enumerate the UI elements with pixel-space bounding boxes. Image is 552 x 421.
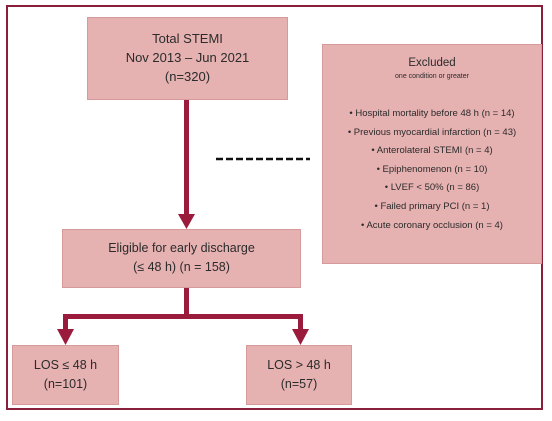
excluded-item: • Previous myocardial infarction (n = 43… (347, 126, 517, 138)
los-le-48h-box: LOS ≤ 48 h (n=101) (12, 345, 119, 405)
los-gt-count: (n=57) (280, 377, 318, 391)
excluded-subtitle: one condition or greater (395, 73, 469, 80)
excluded-box: Excluded one condition or greater • Hosp… (322, 44, 542, 264)
figure-frame (6, 5, 543, 410)
excluded-item: • Hospital mortality before 48 h (n = 14… (349, 108, 515, 119)
eligible-box-title: Eligible for early discharge (108, 241, 255, 255)
split-bar (63, 314, 303, 319)
arrowhead-to-eligible (178, 214, 195, 229)
eligible-box-count: (≤ 48 h) (n = 158) (133, 260, 230, 274)
total-box-period: Nov 2013 – Jun 2021 (125, 50, 250, 65)
excluded-item: • Failed primary PCI (n = 1) (374, 200, 490, 212)
connector-eligible-split (184, 288, 189, 317)
eligible-box: Eligible for early discharge (≤ 48 h) (n… (62, 229, 301, 288)
connector-right-branch (298, 314, 303, 332)
excluded-item: • Anterolateral STEMI (n = 4) (371, 145, 493, 157)
arrowhead-to-los-gt (292, 329, 309, 345)
connector-total-eligible (184, 100, 189, 218)
excluded-item: • LVEF < 50% (n = 86) (384, 182, 480, 194)
total-box-count: (n=320) (164, 69, 211, 84)
excluded-title: Excluded (408, 57, 456, 69)
total-box-title: Total STEMI (152, 31, 223, 46)
los-gt-48h-box: LOS > 48 h (n=57) (246, 345, 352, 405)
excluded-item: • Acute coronary occlusion (n = 4) (361, 219, 503, 231)
connector-left-branch (63, 314, 68, 332)
los-le-count: (n=101) (43, 377, 88, 391)
arrowhead-to-los-le (57, 329, 74, 345)
los-le-label: LOS ≤ 48 h (33, 358, 98, 372)
excluded-item: • Epiphenomenon (n = 10) (376, 163, 488, 175)
total-stemi-box: Total STEMI Nov 2013 – Jun 2021 (n=320) (87, 17, 288, 100)
los-gt-label: LOS > 48 h (267, 358, 331, 372)
